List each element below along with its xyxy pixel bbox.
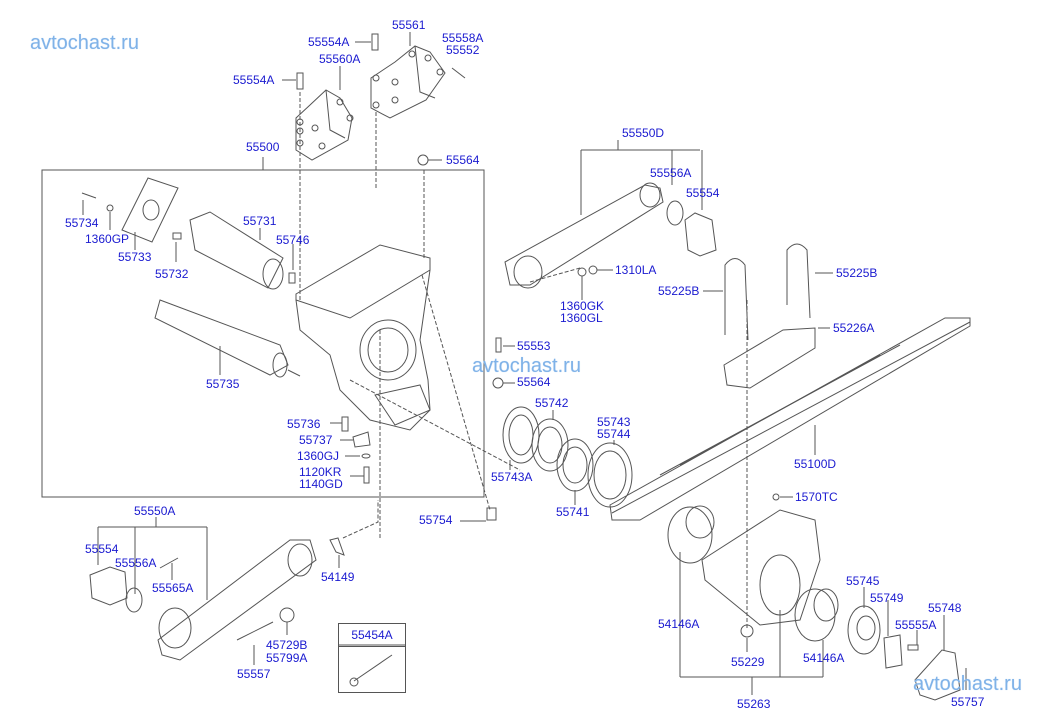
- label-1360GP[interactable]: 1360GP: [85, 232, 130, 246]
- bracket-55560A: [295, 89, 354, 161]
- label-55799A[interactable]: 55799A: [266, 651, 308, 665]
- sleeve-55731: [189, 211, 284, 290]
- label-55565A[interactable]: 55565A: [152, 581, 194, 595]
- label-1360GL[interactable]: 1360GL: [560, 311, 603, 325]
- label-55556A-left[interactable]: 55556A: [115, 556, 157, 570]
- label-55742[interactable]: 55742: [535, 396, 569, 410]
- label-55561[interactable]: 55561: [392, 18, 426, 32]
- label-55500[interactable]: 55500: [246, 140, 280, 154]
- label-55550D[interactable]: 55550D: [622, 126, 665, 140]
- washer-55743A: [502, 406, 540, 464]
- bolt-55734: [81, 192, 97, 199]
- label-55741[interactable]: 55741: [556, 505, 590, 519]
- label-55552[interactable]: 55552: [446, 43, 480, 57]
- arm-55550D: [504, 182, 664, 289]
- label-55564-top[interactable]: 55564: [446, 153, 480, 167]
- seat-55226A: [723, 327, 816, 389]
- label-55735[interactable]: 55735: [206, 377, 240, 391]
- label-55557[interactable]: 55557: [237, 667, 271, 681]
- label-55263[interactable]: 55263: [737, 697, 771, 711]
- label-55749[interactable]: 55749: [870, 591, 904, 605]
- label-55743[interactable]: 55743: [597, 415, 631, 429]
- label-55757[interactable]: 55757: [951, 695, 985, 709]
- label-55560A[interactable]: 55560A: [319, 52, 361, 66]
- label-55558A[interactable]: 55558A: [442, 31, 484, 45]
- label-55554A-top[interactable]: 55554A: [308, 35, 350, 49]
- label-55734[interactable]: 55734: [65, 216, 99, 230]
- label-55743A[interactable]: 55743A: [491, 470, 533, 484]
- label-1570TC[interactable]: 1570TC: [795, 490, 838, 504]
- bushing-54146A-l: [667, 506, 713, 564]
- label-55754[interactable]: 55754: [419, 513, 453, 527]
- label-1120KR[interactable]: 1120KR: [299, 465, 342, 479]
- axle-housing: [701, 509, 821, 626]
- label-55554-left[interactable]: 55554: [85, 542, 119, 556]
- label-45729B[interactable]: 45729B: [266, 638, 308, 652]
- snap-ring-55556A-r: [666, 200, 684, 226]
- label-55554A-left[interactable]: 55554A: [233, 73, 275, 87]
- bushing-55554-r: [684, 212, 717, 257]
- label-55556A-right[interactable]: 55556A: [650, 166, 692, 180]
- washer-55742: [531, 418, 569, 472]
- label-1310LA[interactable]: 1310LA: [615, 263, 657, 277]
- shaft-55735: [154, 299, 289, 378]
- washer-55743: [587, 442, 633, 508]
- label-55225B-left[interactable]: 55225B: [658, 284, 700, 298]
- label-54149[interactable]: 54149: [321, 570, 355, 584]
- label-55744[interactable]: 55744: [597, 427, 631, 441]
- snap-ring-55556A-l: [125, 587, 143, 613]
- plate-55733: [121, 177, 179, 243]
- label-1360GK[interactable]: 1360GK: [560, 299, 605, 313]
- label-54146A-right[interactable]: 54146A: [803, 651, 845, 665]
- label-55746[interactable]: 55746: [276, 233, 310, 247]
- u-bolt-55225B-l: [724, 258, 749, 341]
- bushing-55554-l: [89, 566, 128, 606]
- label-55100D[interactable]: 55100D: [794, 457, 837, 471]
- leaf-spring-55100D: [609, 317, 971, 521]
- label-55564-mid[interactable]: 55564: [517, 375, 551, 389]
- label-1140GD[interactable]: 1140GD: [299, 477, 343, 491]
- u-bolt-55225B-r: [786, 243, 811, 319]
- label-55553[interactable]: 55553: [517, 339, 551, 353]
- label-1360GJ[interactable]: 1360GJ: [297, 449, 340, 463]
- label-55550A[interactable]: 55550A: [134, 504, 176, 518]
- label-55748[interactable]: 55748: [928, 601, 962, 615]
- plate-55749: [883, 634, 903, 669]
- label-55225B-right[interactable]: 55225B: [836, 266, 878, 280]
- arm-55550A: [157, 539, 317, 661]
- label-55737[interactable]: 55737: [299, 433, 333, 447]
- label-55555A[interactable]: 55555A: [895, 618, 937, 632]
- label-55745[interactable]: 55745: [846, 574, 880, 588]
- bushing-54146A-r: [794, 588, 836, 642]
- watermark-center: avtochast.ru: [472, 355, 581, 377]
- label-55229[interactable]: 55229: [731, 655, 765, 669]
- cover-55748: [914, 649, 961, 701]
- label-55731[interactable]: 55731: [243, 214, 277, 228]
- bracket-55561: [370, 45, 446, 119]
- label-55732[interactable]: 55732: [155, 267, 189, 281]
- label-54146A-left[interactable]: 54146A: [658, 617, 700, 631]
- watermark-top-left: avtochast.ru: [30, 32, 139, 54]
- main-bracket: [295, 244, 431, 431]
- label-55226A[interactable]: 55226A: [833, 321, 875, 335]
- label-55733[interactable]: 55733: [118, 250, 152, 264]
- watermark-bottom-right: avtochast.ru: [913, 673, 1022, 695]
- kit-box-title: 55454A: [338, 623, 406, 647]
- label-55554-right[interactable]: 55554: [686, 186, 720, 200]
- label-55736[interactable]: 55736: [287, 417, 321, 431]
